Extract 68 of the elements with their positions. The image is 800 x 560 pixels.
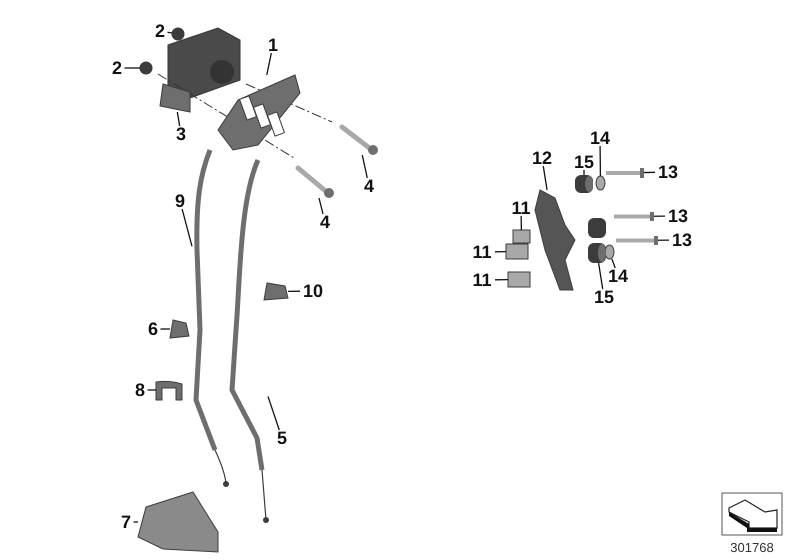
washer-drawing [596, 176, 605, 190]
leader-line [134, 521, 138, 523]
callout-number: 4 [362, 176, 376, 196]
leader-line [611, 258, 616, 268]
bracket-plate-drawing [535, 190, 575, 290]
leader-line [583, 170, 585, 175]
callout-number: 11 [508, 198, 534, 218]
cable-drawing [192, 148, 230, 488]
rubber-mount-drawing [575, 175, 593, 193]
callout-number: 6 [146, 319, 160, 339]
callout-number: 9 [172, 191, 188, 211]
clip-drawing [264, 283, 288, 300]
callout-number: 5 [274, 428, 290, 448]
leader-line [362, 154, 368, 178]
leader-line [160, 328, 170, 330]
leader-line [167, 32, 172, 34]
screw-drawing [140, 62, 152, 74]
screw-drawing [506, 244, 528, 259]
leader-line [644, 172, 656, 174]
rubber-mount-drawing [588, 243, 606, 263]
leader-line [318, 198, 324, 214]
callout-number: 11 [469, 270, 495, 290]
bolt-drawing [606, 168, 644, 178]
leader-line [658, 240, 669, 241]
screw-drawing [172, 28, 184, 40]
leader-line [599, 146, 602, 176]
leader-line [124, 67, 140, 69]
leader-line [598, 262, 604, 290]
callout-number: 12 [529, 148, 555, 168]
bolt-drawing [614, 212, 654, 221]
callout-number: 3 [174, 124, 188, 144]
drawing-number: 301768 [729, 540, 775, 555]
bolt-drawing [616, 236, 658, 245]
callout-number: 10 [300, 281, 326, 301]
screw-drawing [508, 272, 530, 287]
screw-drawing [513, 230, 530, 243]
leader-line [267, 396, 280, 430]
callout-number: 15 [591, 287, 617, 307]
callout-number: 8 [132, 380, 148, 400]
leader-line [288, 290, 300, 292]
callout-number: 2 [152, 21, 168, 41]
callout-number: 13 [665, 206, 691, 226]
bracket-drawing [218, 75, 300, 150]
leader-line [182, 208, 193, 246]
leader-line [654, 216, 665, 217]
leader-line [520, 216, 522, 230]
mount-drawing [160, 84, 190, 112]
leader-line [495, 251, 506, 252]
callout-number: 13 [669, 230, 695, 250]
callout-number: 7 [118, 512, 134, 532]
callout-number: 14 [587, 128, 613, 148]
leader-line [495, 279, 508, 280]
leader-line [148, 389, 156, 391]
callout-number: 14 [605, 266, 631, 286]
leader-line [266, 52, 272, 76]
callout-number: 2 [110, 58, 124, 78]
clip-drawing [156, 380, 182, 400]
cover-drawing [138, 492, 218, 552]
bolt-drawing [296, 166, 334, 198]
callout-number: 15 [571, 152, 597, 172]
bolt-drawing [340, 125, 378, 155]
clip-drawing [170, 320, 189, 338]
leader-line [542, 166, 548, 190]
callout-number: 13 [655, 162, 681, 182]
callout-number: 11 [469, 242, 495, 262]
leader-line [176, 112, 180, 126]
callout-number: 1 [266, 35, 280, 55]
callout-number: 4 [318, 212, 332, 232]
